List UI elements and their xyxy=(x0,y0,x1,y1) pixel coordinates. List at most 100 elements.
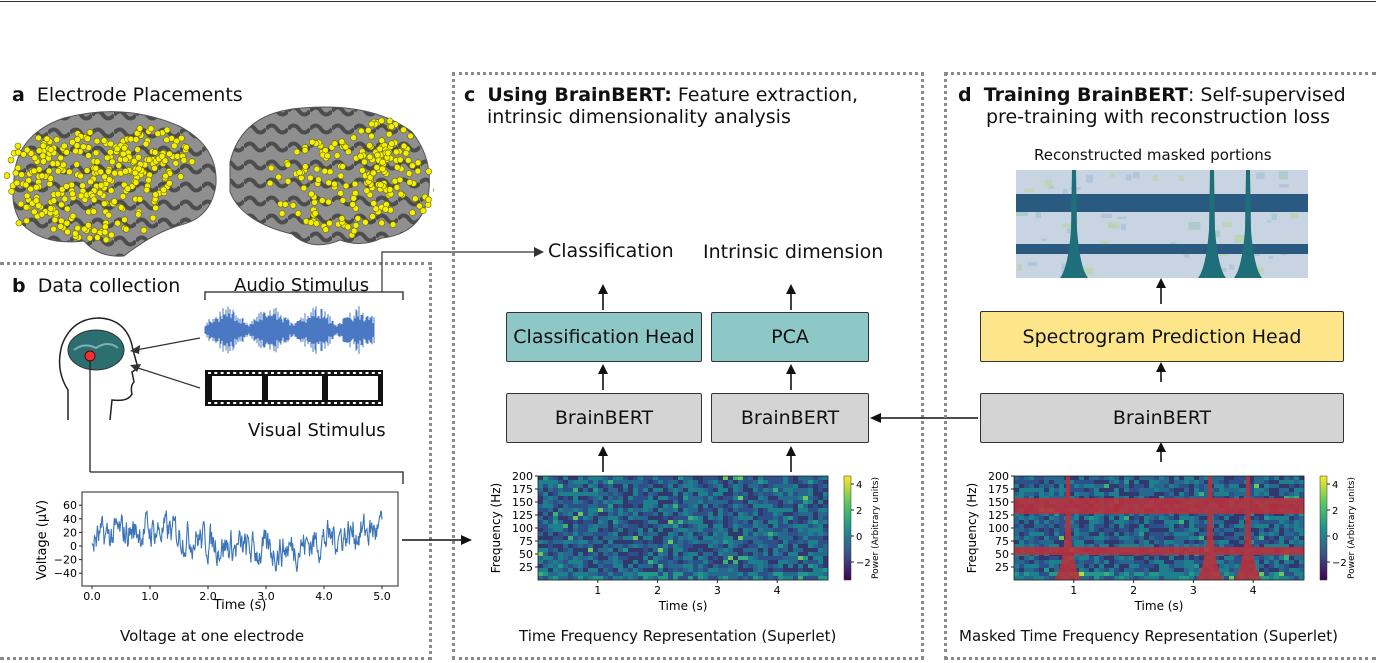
spectrogram-cell xyxy=(648,548,654,553)
spectrogram-cell xyxy=(1254,476,1260,481)
spectrogram-cell xyxy=(1189,528,1195,533)
electrode-dot xyxy=(321,167,329,175)
spectrogram-cell xyxy=(1274,536,1280,541)
spectrogram-cell xyxy=(1284,492,1290,497)
spectrogram-cell xyxy=(663,536,669,541)
spectrogram-cell xyxy=(1149,536,1155,541)
spectrogram-cell xyxy=(668,520,674,525)
electrode-dot xyxy=(101,200,108,207)
spectrogram-cell xyxy=(663,524,669,529)
electrode-dot xyxy=(111,198,118,205)
spectrogram-cell xyxy=(638,512,644,517)
spectrogram-cell xyxy=(783,476,789,481)
spectrogram-cell xyxy=(758,532,764,537)
spectrogram-cell xyxy=(738,488,744,493)
spectrogram-cell xyxy=(1229,524,1235,529)
electrode-dot xyxy=(302,163,309,170)
spectrogram-cell xyxy=(1129,560,1135,565)
spectrogram-cell xyxy=(663,572,669,577)
spectrogram-cell xyxy=(563,496,569,501)
spectrogram-cell xyxy=(543,520,549,525)
spectrogram-cell xyxy=(693,532,699,537)
recon-blob xyxy=(1289,213,1299,219)
spectrogram-cell xyxy=(768,484,774,489)
spectrogram-cell xyxy=(733,500,739,505)
spectrogram-cell xyxy=(1289,560,1295,565)
spectrogram-cell xyxy=(573,488,579,493)
electrode-dot xyxy=(313,220,320,227)
spectrogram-cell xyxy=(538,568,544,573)
spectrogram-cell xyxy=(818,532,824,537)
spectrogram-cell xyxy=(1269,480,1275,485)
spectrogram-cell xyxy=(1014,488,1020,493)
spectrogram-cell xyxy=(673,524,679,529)
spectrogram-cell xyxy=(1044,568,1050,573)
spectrogram-cell xyxy=(1074,528,1080,533)
spectrogram-cell xyxy=(1054,536,1060,541)
spectrogram-cell xyxy=(1109,572,1115,577)
spectrogram-cell xyxy=(793,492,799,497)
spectrogram-cell xyxy=(1114,488,1120,493)
spectrogram-cell xyxy=(1054,476,1060,481)
voltage-xtick-label: 1.0 xyxy=(141,590,159,603)
spectrogram-cell xyxy=(568,496,574,501)
spectrogram-cell xyxy=(643,528,649,533)
spectrogram-cell xyxy=(1294,480,1300,485)
spectrogram-cell xyxy=(638,572,644,577)
spectrogram-cell xyxy=(698,564,704,569)
spectrogram-cell xyxy=(1019,524,1025,529)
spectrogram-cell xyxy=(1114,568,1120,573)
spectrogram-cell xyxy=(568,532,574,537)
spectrogram-cell xyxy=(653,552,659,557)
spectrogram-cell xyxy=(1019,528,1025,533)
electrode-dot xyxy=(158,152,166,160)
spectrogram-cell xyxy=(1229,476,1235,481)
spectrogram-cell xyxy=(613,488,619,493)
electrode-dot xyxy=(331,180,338,188)
spectrogram-cell xyxy=(1034,528,1040,533)
spectrogram-cell xyxy=(1089,556,1095,561)
spectrogram-cell xyxy=(1059,512,1065,517)
spectrogram-cell xyxy=(1144,484,1150,489)
spectrogram-cell xyxy=(1159,484,1165,489)
spectrogram-cell xyxy=(558,524,564,529)
spectrogram-cell xyxy=(813,552,819,557)
electrode-dot xyxy=(178,134,185,142)
spectrogram-cell xyxy=(1044,564,1050,569)
spectrogram-cell xyxy=(1159,544,1165,549)
spectrogram-cell xyxy=(538,544,544,549)
spectrogram-cell xyxy=(1159,476,1165,481)
spectrogram-cell xyxy=(1069,540,1075,545)
spectrogram-cell xyxy=(633,564,639,569)
spectrogram-cell xyxy=(683,524,689,529)
spectrogram-cell xyxy=(1299,492,1305,497)
spectrogram-cell xyxy=(798,504,804,509)
film-hole xyxy=(214,372,218,374)
spectrogram-cell xyxy=(1044,520,1050,525)
spectrogram-cell xyxy=(623,544,629,549)
spectrogram-cell xyxy=(1199,520,1205,525)
spectrogram-cell xyxy=(713,536,719,541)
spectrogram-cell xyxy=(583,504,589,509)
spectrogram-cell xyxy=(1074,476,1080,481)
spectrogram-cell xyxy=(783,512,789,517)
spectrogram-cell xyxy=(753,564,759,569)
spectrogram-cell xyxy=(558,548,564,553)
spectrogram-cell xyxy=(553,480,559,485)
film-hole xyxy=(233,372,237,374)
spectrogram-cell xyxy=(1014,520,1020,525)
electrode-dot xyxy=(38,172,46,180)
spectrogram-cell xyxy=(778,512,784,517)
spectrogram-cell xyxy=(653,556,659,561)
spectrogram-cell xyxy=(1199,484,1205,489)
spectrogram-cell xyxy=(1164,488,1170,493)
spectrogram-cell xyxy=(1199,556,1205,561)
spectrogram-cell xyxy=(1294,576,1300,581)
spectrogram-cell xyxy=(743,548,749,553)
spectrogram-cell xyxy=(1184,576,1190,581)
spectrogram-cell xyxy=(1069,484,1075,489)
spectrogram-cell xyxy=(593,496,599,501)
spectrogram-cell xyxy=(1054,544,1060,549)
spectrogram-cell xyxy=(798,488,804,493)
spectrogram-cell xyxy=(1094,476,1100,481)
